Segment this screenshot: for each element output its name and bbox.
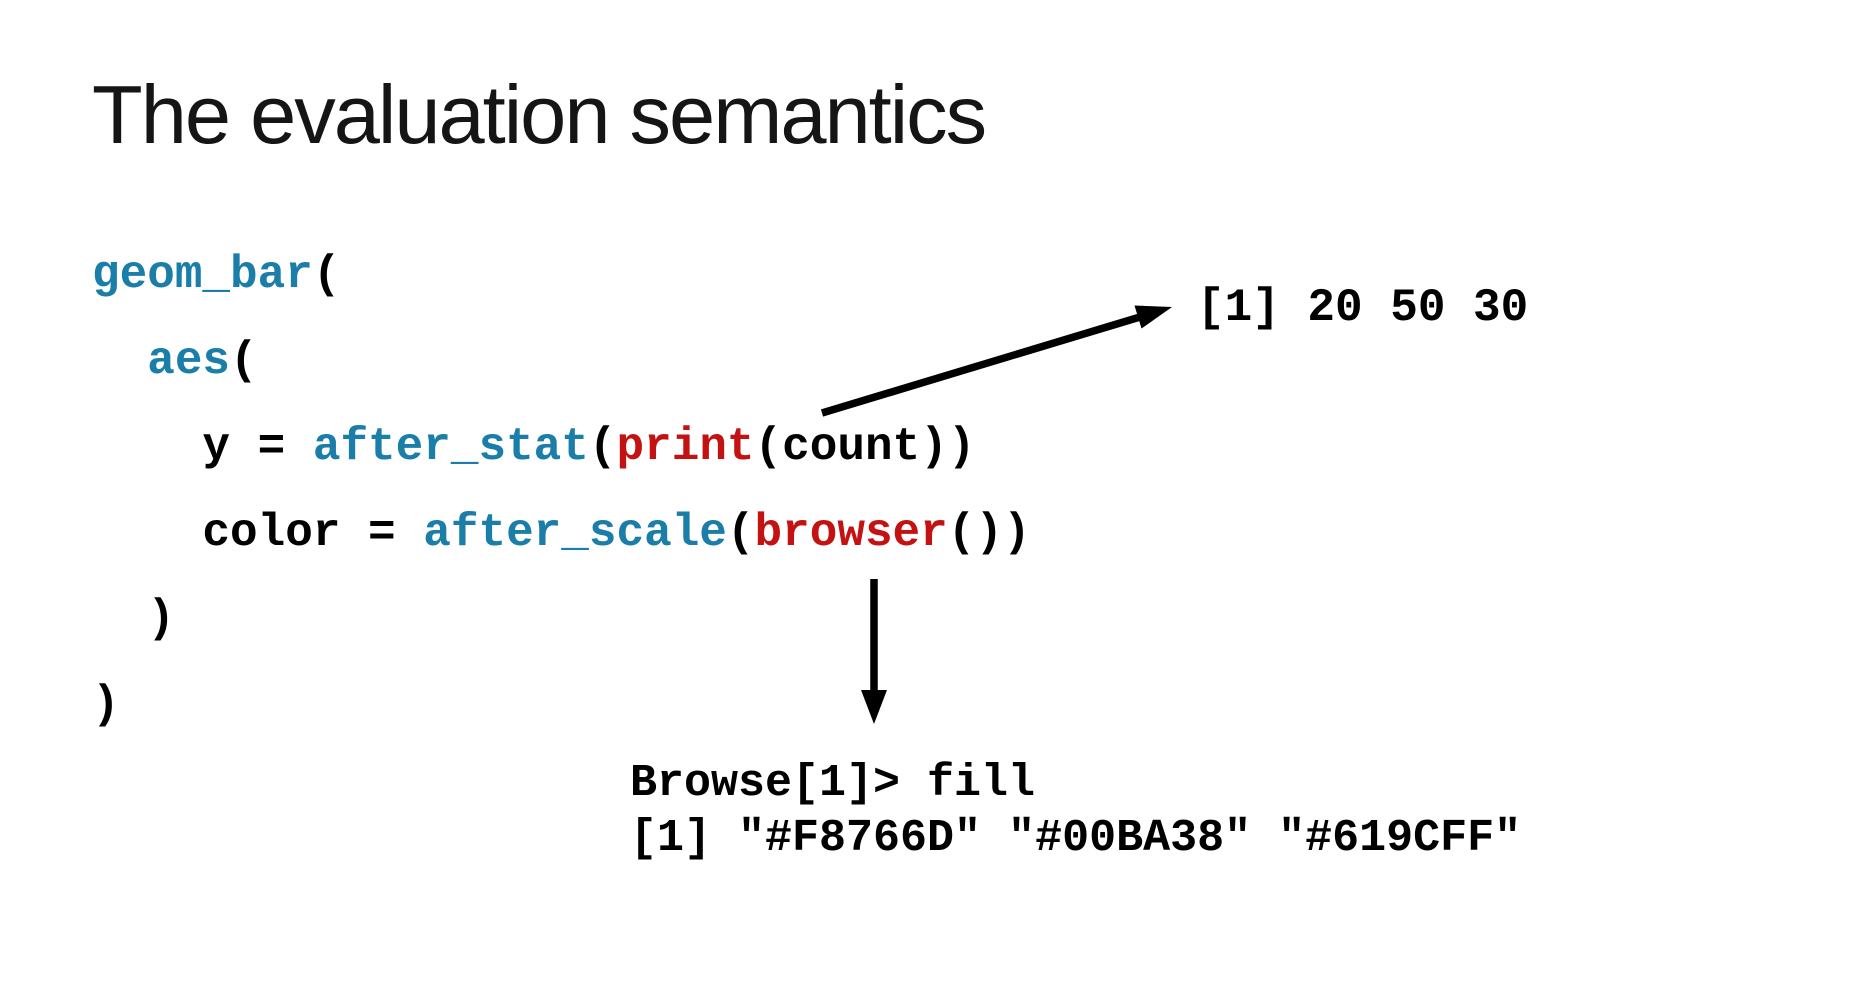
console-result-line: [1] "#F8766D" "#00BA38" "#619CFF" bbox=[630, 813, 1522, 864]
code-line: aes( bbox=[92, 318, 1031, 404]
code-line: y = after_stat(print(count)) bbox=[92, 404, 1031, 490]
code-line: ) bbox=[92, 662, 1031, 748]
code-segment bbox=[92, 335, 147, 387]
code-segment: print bbox=[616, 421, 755, 473]
slide-title: The evaluation semantics bbox=[92, 68, 987, 161]
code-segment: ) bbox=[92, 679, 120, 731]
code-segment: aes bbox=[147, 335, 231, 387]
console-prompt-line: Browse[1]> fill bbox=[630, 758, 1036, 809]
code-segment: ) bbox=[92, 593, 175, 645]
code-segment: ( bbox=[312, 249, 341, 301]
code-line: geom_bar( bbox=[92, 232, 1031, 318]
console-output: Browse[1]> fill[1] "#F8766D" "#00BA38" "… bbox=[630, 756, 1521, 866]
code-line: ) bbox=[92, 576, 1031, 662]
code-segment: ( bbox=[230, 335, 258, 387]
code-line: color = after_scale(browser()) bbox=[92, 490, 1031, 576]
code-segment: ( bbox=[588, 421, 617, 473]
code-segment: ()) bbox=[947, 507, 1031, 559]
code-segment: color = bbox=[92, 507, 424, 559]
code-segment: browser bbox=[754, 507, 948, 559]
code-segment: y = bbox=[92, 421, 313, 473]
code-segment: geom_bar bbox=[92, 249, 313, 301]
stat-output-text: [1] 20 50 30 bbox=[1197, 282, 1529, 334]
code-segment: ( bbox=[726, 507, 755, 559]
code-segment: (count)) bbox=[754, 421, 976, 473]
code-segment: after_scale bbox=[423, 507, 727, 559]
code-block: geom_bar( aes( y = after_stat(print(coun… bbox=[92, 232, 1031, 748]
code-segment: after_stat bbox=[312, 421, 589, 473]
